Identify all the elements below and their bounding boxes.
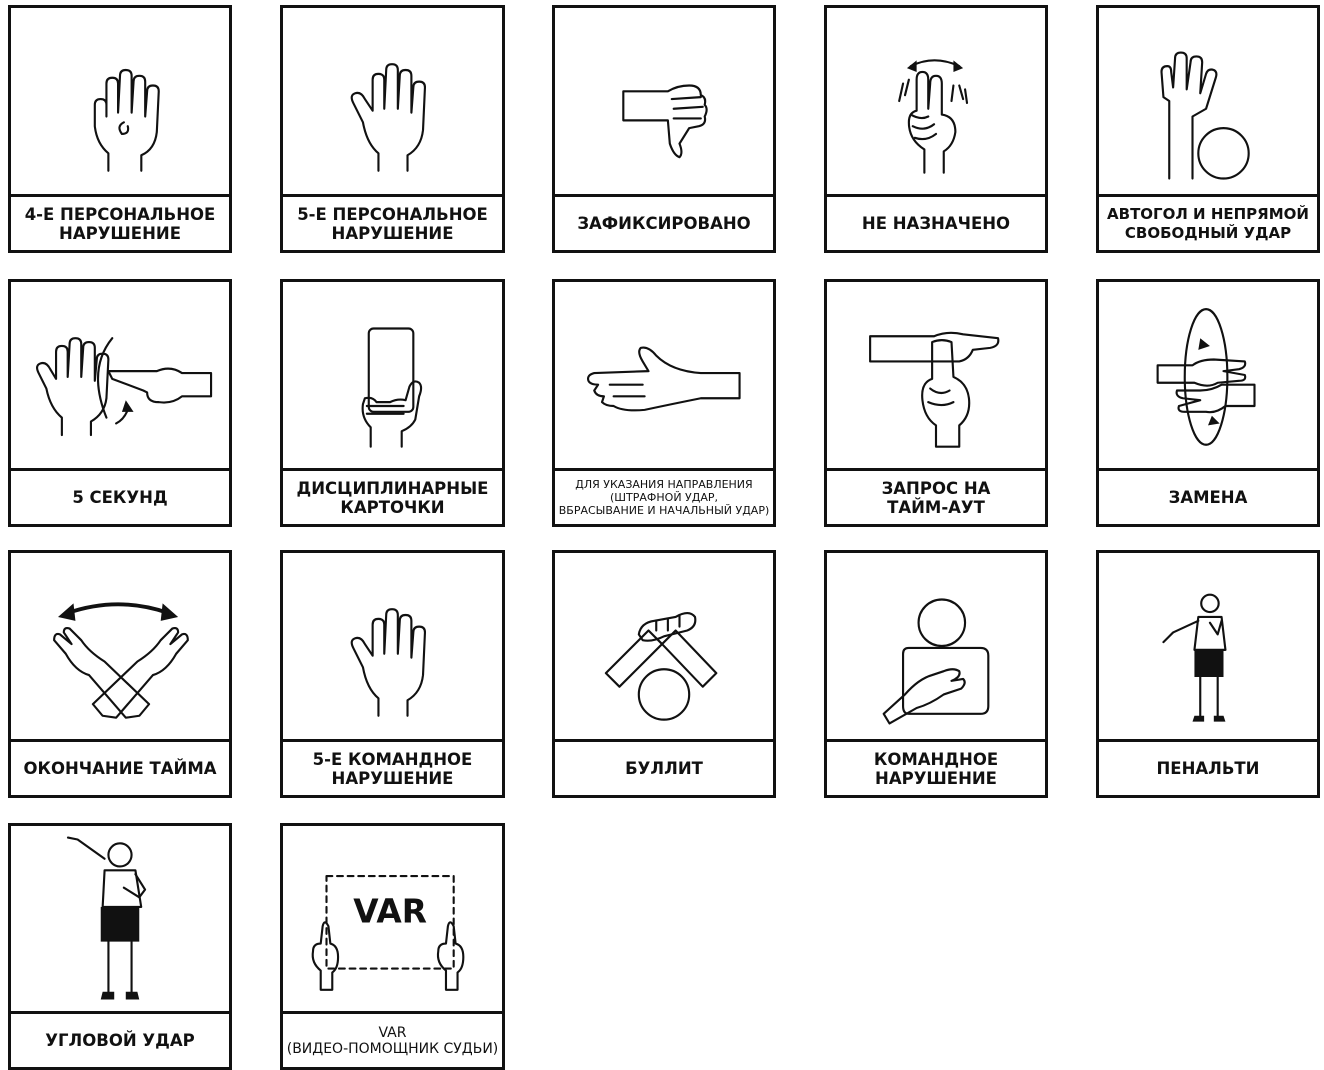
signal-card-substitution: ЗАМЕНА — [1096, 279, 1320, 527]
var-screen-text: VAR — [353, 892, 427, 930]
four-fingers-hand-icon — [11, 8, 229, 194]
signal-label: НЕ НАЗНАЧЕНО — [827, 194, 1045, 250]
var-screen-icon: VAR — [283, 826, 502, 1011]
referee-corner-icon — [11, 826, 229, 1011]
signal-card-timeout-request: ЗАПРОС НА ТАЙМ-АУТ — [824, 279, 1048, 527]
signal-card-5th-personal-foul: 5-Е ПЕРСОНАЛЬНОЕ НАРУШЕНИЕ — [280, 5, 505, 253]
referee-penalty-icon — [1099, 553, 1317, 739]
signal-card-penalty: ПЕНАЛЬТИ — [1096, 550, 1320, 798]
signal-label: БУЛЛИТ — [555, 739, 773, 795]
signal-card-end-of-half: ОКОНЧАНИЕ ТАЙМА — [8, 550, 232, 798]
substitution-hands-icon — [1099, 282, 1317, 468]
open-hand-icon — [283, 553, 502, 739]
signal-card-team-foul: КОМАНДНОЕ НАРУШЕНИЕ — [824, 550, 1048, 798]
signal-card-5th-team-foul: 5-Е КОМАНДНОЕ НАРУШЕНИЕ — [280, 550, 505, 798]
timeout-t-icon — [827, 282, 1045, 468]
signal-label: ПЕНАЛЬТИ — [1099, 739, 1317, 795]
signal-label: ЗАМЕНА — [1099, 468, 1317, 524]
signal-label: ДИСЦИПЛИНАРНЫЕ КАРТОЧКИ — [283, 468, 502, 524]
signal-card-shootout: БУЛЛИТ — [552, 550, 776, 798]
thumb-down-icon — [555, 8, 773, 194]
signal-label: 5-Е ПЕРСОНАЛЬНОЕ НАРУШЕНИЕ — [283, 194, 502, 250]
signal-card-4th-personal-foul: 4-Е ПЕРСОНАЛЬНОЕ НАРУШЕНИЕ — [8, 5, 232, 253]
signal-label: VAR (ВИДЕО-ПОМОЩНИК СУДЬИ) — [283, 1011, 502, 1067]
crossed-arms-icon — [11, 553, 229, 739]
signal-card-direction: ДЛЯ УКАЗАНИЯ НАПРАВЛЕНИЯ (ШТРАФНОЙ УДАР,… — [552, 279, 776, 527]
signal-card-not-awarded: НЕ НАЗНАЧЕНО — [824, 5, 1048, 253]
signal-label: КОМАНДНОЕ НАРУШЕНИЕ — [827, 739, 1045, 795]
wagging-finger-icon — [827, 8, 1045, 194]
signal-label: УГЛОВОЙ УДАР — [11, 1011, 229, 1067]
signal-label: 4-Е ПЕРСОНАЛЬНОЕ НАРУШЕНИЕ — [11, 194, 229, 250]
signal-label: ДЛЯ УКАЗАНИЯ НАПРАВЛЕНИЯ (ШТРАФНОЙ УДАР,… — [555, 468, 773, 524]
signal-label: 5-Е КОМАНДНОЕ НАРУШЕНИЕ — [283, 739, 502, 795]
signal-card-disciplinary-cards: ДИСЦИПЛИНАРНЫЕ КАРТОЧКИ — [280, 279, 505, 527]
crossed-arms-ball-icon — [555, 553, 773, 739]
signal-card-own-goal-indirect-free-kick: АВТОГОЛ И НЕПРЯМОЙ СВОБОДНЫЙ УДАР — [1096, 5, 1320, 253]
signal-card-corner-kick: УГЛОВОЙ УДАР — [8, 823, 232, 1070]
raised-arm-ball-icon — [1099, 8, 1317, 194]
signal-card-fixed: ЗАФИКСИРОВАНО — [552, 5, 776, 253]
signal-card-5-seconds: 5 СЕКУНД — [8, 279, 232, 527]
pointing-arm-icon — [555, 282, 773, 468]
signal-label: 5 СЕКУНД — [11, 468, 229, 524]
signal-label: ОКОНЧАНИЕ ТАЙМА — [11, 739, 229, 795]
signal-label: ЗАФИКСИРОВАНО — [555, 194, 773, 250]
hand-on-chest-icon — [827, 553, 1045, 739]
card-in-hand-icon — [283, 282, 502, 468]
signal-label: ЗАПРОС НА ТАЙМ-АУТ — [827, 468, 1045, 524]
open-hand-icon — [283, 8, 502, 194]
signal-card-var: VAR VAR (ВИДЕО-ПОМОЩНИК СУДЬИ) — [280, 823, 505, 1070]
signal-label: АВТОГОЛ И НЕПРЯМОЙ СВОБОДНЫЙ УДАР — [1099, 194, 1317, 250]
five-seconds-hand-icon — [11, 282, 229, 468]
